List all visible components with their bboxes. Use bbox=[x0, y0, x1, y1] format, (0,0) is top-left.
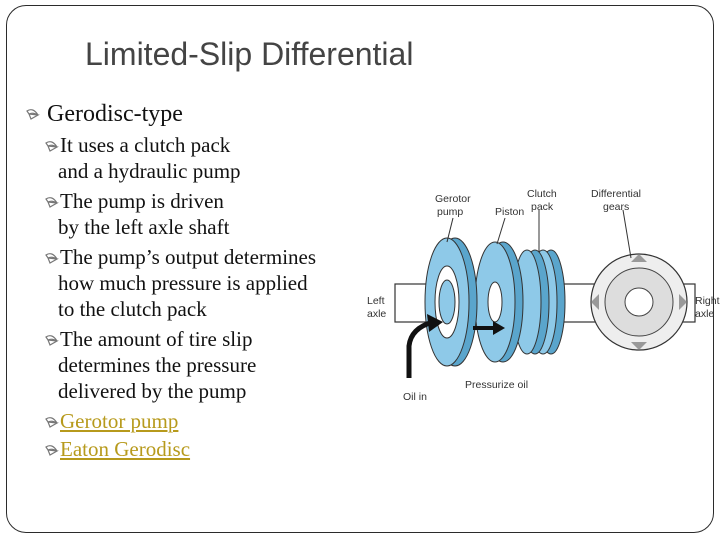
bullet-text: The pump’s output determines bbox=[60, 245, 317, 269]
label-oil-in: Oil in bbox=[403, 391, 427, 403]
bullet-arrow-icon bbox=[45, 141, 59, 153]
label-left: Left bbox=[367, 295, 385, 307]
label-pump: pump bbox=[437, 206, 463, 218]
bullet-text: It uses a clutch pack bbox=[60, 133, 231, 157]
label-pressurize-oil: Pressurize oil bbox=[465, 379, 528, 391]
bullet-text: by the left axle shaft bbox=[58, 215, 230, 239]
bullet-arrow-icon bbox=[45, 197, 59, 209]
piston-disc bbox=[474, 241, 524, 363]
label-right: Right bbox=[695, 295, 720, 307]
gerodisc-diagram: Gerotor pump Piston Clutch pack Differen… bbox=[367, 188, 720, 403]
bullet-item-2: The pump is driven by the left axle shaf… bbox=[44, 188, 364, 240]
label-gears: gears bbox=[603, 201, 629, 213]
bullet-arrow-icon bbox=[45, 417, 59, 429]
bullet-arrow-icon bbox=[45, 445, 59, 457]
bullet-item-3: The pump’s output determines how much pr… bbox=[44, 244, 364, 322]
bullet-text: and a hydraulic pump bbox=[58, 159, 241, 183]
bullet-item-1: It uses a clutch pack and a hydraulic pu… bbox=[44, 132, 364, 184]
eaton-gerodisc-link[interactable]: Eaton Gerodisc bbox=[60, 437, 191, 461]
label-differential: Differential bbox=[591, 188, 641, 200]
bullet-item-4: The amount of tire slip determines the p… bbox=[44, 326, 364, 404]
bullet-text: delivered by the pump bbox=[58, 379, 247, 403]
bullet-text: determines the pressure bbox=[58, 353, 257, 377]
link-item-eaton: Eaton Gerodisc bbox=[44, 436, 364, 462]
label-pack: pack bbox=[531, 201, 554, 213]
gerotor-pump-link[interactable]: Gerotor pump bbox=[60, 409, 179, 433]
bullet-text: The pump is driven bbox=[60, 189, 224, 213]
bullet-text: how much pressure is applied bbox=[58, 271, 308, 295]
label-gerotor: Gerotor bbox=[435, 193, 471, 205]
differential-gear-icon bbox=[590, 253, 688, 351]
label-left-axle: axle bbox=[367, 308, 386, 320]
gerotor-pump bbox=[424, 237, 478, 367]
bullet-arrow-icon bbox=[26, 109, 40, 121]
label-clutch: Clutch bbox=[527, 188, 557, 200]
bullet-text: The amount of tire slip bbox=[60, 327, 253, 351]
bullet-arrow-icon bbox=[45, 335, 59, 347]
bullet-arrow-icon bbox=[45, 253, 59, 265]
bullet-text: to the clutch pack bbox=[58, 297, 207, 321]
slide-title: Limited-Slip Differential bbox=[85, 36, 414, 72]
clutch-pack bbox=[512, 249, 566, 355]
link-item-gerotor: Gerotor pump bbox=[44, 408, 364, 434]
label-right-axle: axle bbox=[695, 308, 714, 320]
slide-frame: Limited-Slip Differential Gerodisc-type … bbox=[6, 5, 720, 533]
heading-bullet: Gerodisc-type bbox=[25, 101, 183, 128]
heading-text: Gerodisc-type bbox=[47, 101, 183, 127]
label-piston: Piston bbox=[495, 206, 524, 218]
